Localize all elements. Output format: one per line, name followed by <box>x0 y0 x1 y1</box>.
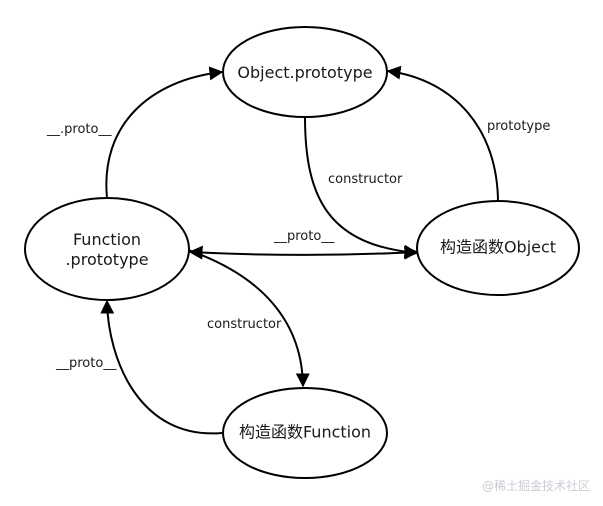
edge-function-ctor-proto <box>100 299 223 435</box>
edge-function-proto-to-object-proto <box>105 66 224 199</box>
edge-object-ctor-prototype <box>386 65 499 204</box>
edge-label-object-ctor-prototype: prototype <box>487 119 550 134</box>
watermark-text: @稀土掘金技术社区 <box>482 478 590 493</box>
edge-label-function-proto-object-ctor-proto: __proto__ <box>273 229 335 244</box>
edge-function-proto-object-ctor-proto <box>188 245 419 260</box>
node-object-prototype-label: Object.prototype <box>237 63 372 82</box>
node-object-constructor: 构造函数Object <box>416 200 580 296</box>
node-function-prototype: Function .prototype <box>24 197 190 301</box>
node-function-constructor: 构造函数Function <box>222 387 388 479</box>
node-function-prototype-line1: Function <box>73 230 141 249</box>
node-object-prototype: Object.prototype <box>222 26 388 118</box>
edge-label-function-proto-constructor: constructor <box>207 317 282 332</box>
edge-label-function-proto-to-object-proto: __.proto__ <box>46 122 112 137</box>
edge-label-function-ctor-proto: __proto__ <box>55 356 117 371</box>
edge-function-proto-constructor <box>187 249 310 388</box>
node-function-prototype-line2: .prototype <box>65 250 148 269</box>
node-function-constructor-label: 构造函数Function <box>239 423 371 442</box>
edge-label-object-proto-constructor: constructor <box>328 172 403 187</box>
node-object-constructor-label: 构造函数Object <box>440 238 556 257</box>
